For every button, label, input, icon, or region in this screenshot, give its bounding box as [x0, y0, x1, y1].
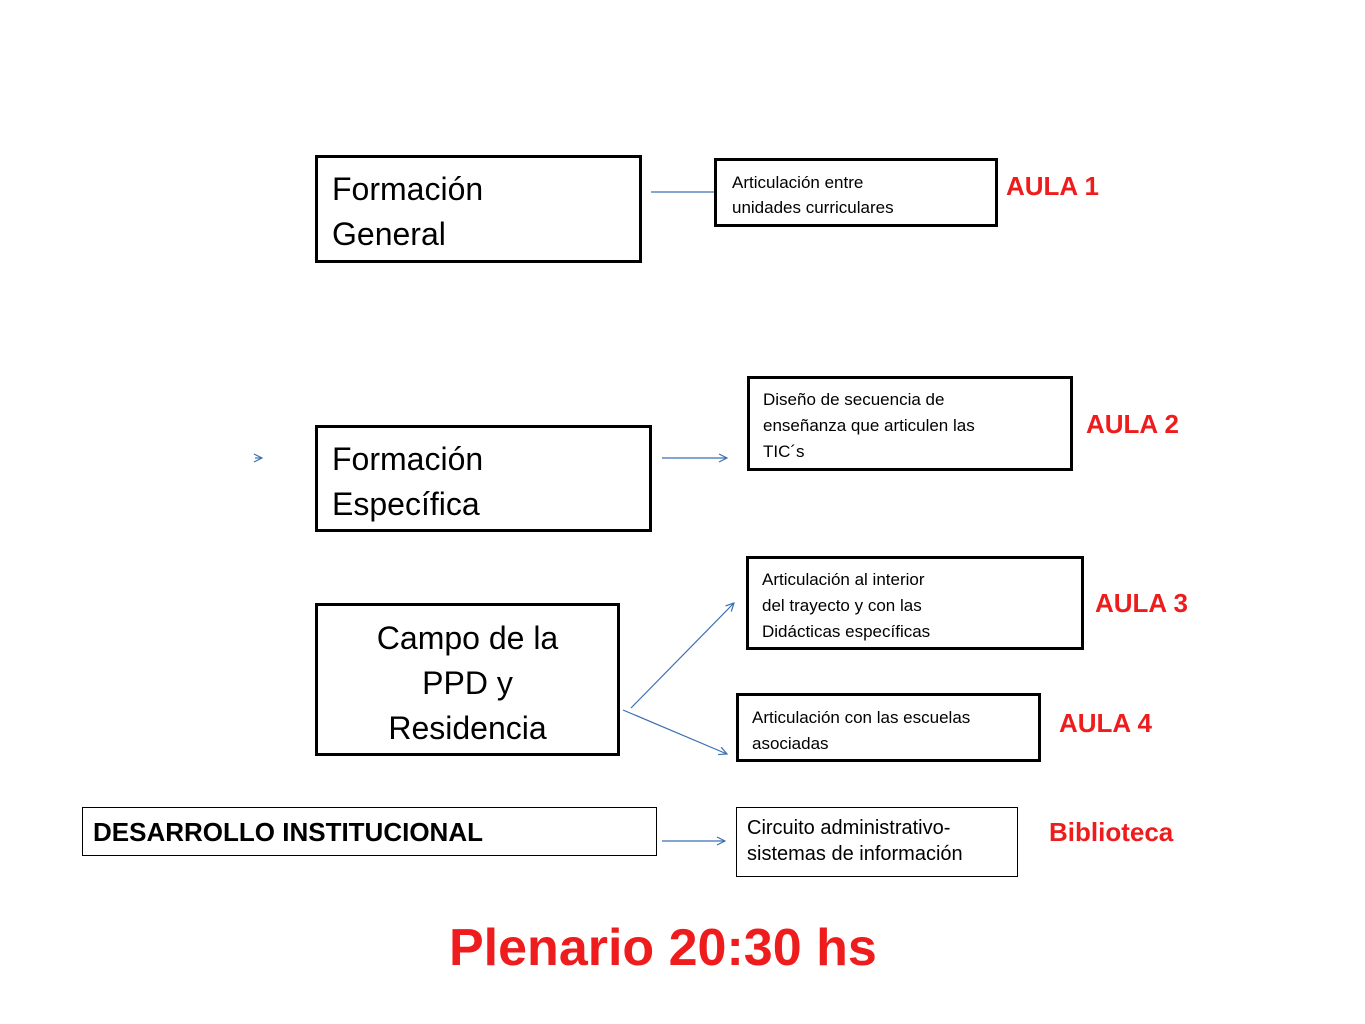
- formacion-general-line2: General: [332, 216, 446, 252]
- plenario-title: Plenario 20:30 hs: [449, 919, 877, 977]
- aula3-activity-line1: Articulación al interior: [762, 570, 925, 589]
- room-label-biblioteca: Biblioteca: [1049, 817, 1174, 847]
- aula3-activity-line3: Didácticas específicas: [762, 622, 931, 641]
- aula1-activity-line1: Articulación entre: [732, 173, 864, 192]
- box-aula3-activity: Articulación al interior del trayecto y …: [746, 556, 1084, 650]
- biblioteca-activity-line1: Circuito administrativo-: [747, 817, 951, 839]
- aula4-activity-line1: Articulación con las escuelas: [752, 708, 971, 727]
- formacion-especifica-line1: Formación: [332, 441, 484, 477]
- campo-ppd-line3: Residencia: [388, 710, 547, 746]
- box-aula2-activity: Diseño de secuencia de enseñanza que art…: [747, 376, 1073, 471]
- aula2-activity-line1: Diseño de secuencia de: [763, 390, 945, 409]
- box-aula4-activity: Articulación con las escuelas asociadas: [736, 693, 1041, 762]
- room-label-aula4: AULA 4: [1059, 708, 1152, 738]
- campo-ppd-line2: PPD y: [422, 665, 513, 701]
- box-formacion-general: Formación General: [315, 155, 642, 263]
- desarrollo-institucional-label: DESARROLLO INSTITUCIONAL: [93, 817, 483, 847]
- formacion-general-line1: Formación: [332, 171, 484, 207]
- box-aula1-activity: Articulación entre unidades curriculares: [714, 158, 998, 227]
- box-formacion-especifica: Formación Específica: [315, 425, 652, 532]
- aula2-activity-line2: enseñanza que articulen las: [763, 416, 975, 435]
- box-campo-ppd-residencia: Campo de la PPD y Residencia: [315, 603, 620, 756]
- formacion-especifica-line2: Específica: [332, 486, 480, 522]
- biblioteca-activity-line2: sistemas de información: [747, 843, 963, 865]
- box-desarrollo-institucional: DESARROLLO INSTITUCIONAL: [82, 807, 657, 856]
- aula3-activity-line2: del trayecto y con las: [762, 596, 922, 615]
- arrow-ppd-to-aula4: [622, 709, 727, 754]
- room-label-aula2: AULA 2: [1086, 409, 1179, 439]
- aula4-activity-line2: asociadas: [752, 734, 829, 753]
- campo-ppd-line1: Campo de la: [376, 620, 559, 656]
- room-label-aula1: AULA 1: [1006, 171, 1099, 201]
- room-label-aula3: AULA 3: [1095, 588, 1188, 618]
- box-biblioteca-activity: Circuito administrativo- sistemas de inf…: [736, 807, 1018, 877]
- aula1-activity-line2: unidades curriculares: [732, 198, 894, 217]
- aula2-activity-line3: TIC´s: [763, 442, 805, 461]
- arrow-ppd-to-aula3: [630, 603, 734, 709]
